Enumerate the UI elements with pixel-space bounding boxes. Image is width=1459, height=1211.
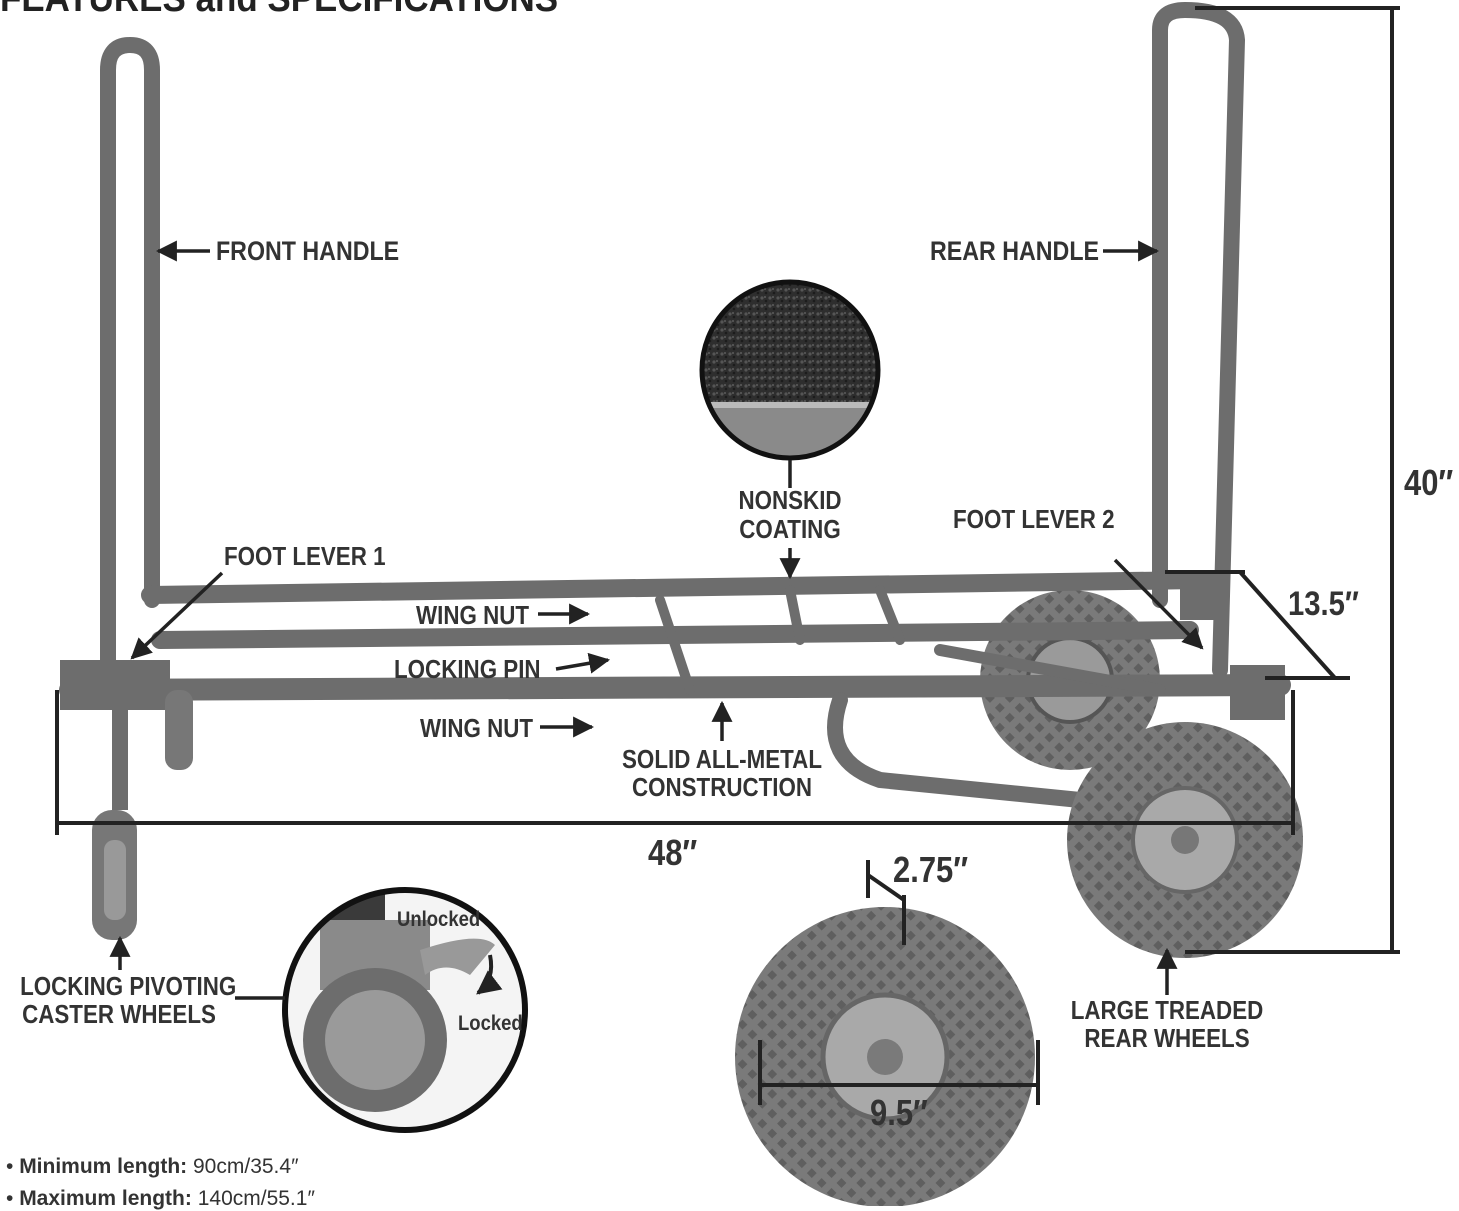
front-caster-graphic bbox=[92, 690, 193, 940]
width-dimension: 13.5″ bbox=[1288, 585, 1359, 623]
rear-handle-label: REAR HANDLE bbox=[930, 236, 1100, 266]
front-handle-graphic bbox=[100, 36, 160, 678]
caster-lock-detail-graphic bbox=[282, 887, 528, 1133]
nonskid-label-line2: COATING bbox=[739, 514, 841, 544]
nonskid-detail-graphic bbox=[699, 279, 881, 461]
unlocked-label: Unlocked bbox=[397, 908, 481, 931]
front-handle-label: FRONT HANDLE bbox=[216, 236, 400, 266]
spec-max-length-value: 140cm/55.1″ bbox=[191, 1187, 315, 1210]
foot-lever-1-label: FOOT LEVER 1 bbox=[224, 541, 386, 571]
spec-min-length-value: 90cm/35.4″ bbox=[187, 1155, 299, 1178]
rear-handle-graphic bbox=[1152, 1, 1246, 678]
spec-min-length: • Minimum length: 90cm/35.4″ bbox=[6, 1155, 299, 1178]
rear-wheels-label-line2: REAR WHEELS bbox=[1084, 1023, 1250, 1053]
construction-label-line2: CONSTRUCTION bbox=[631, 772, 813, 802]
construction-label-line1: SOLID ALL-METAL bbox=[622, 744, 822, 774]
locking-pin-label: LOCKING PIN bbox=[394, 654, 541, 684]
wheel-width-dimension: 2.75″ bbox=[893, 849, 969, 890]
wing-nut-bottom-label: WING NUT bbox=[420, 713, 534, 743]
wing-nut-top-label: WING NUT bbox=[416, 600, 530, 630]
large-rear-wheel-graphic bbox=[1067, 722, 1303, 958]
caster-label-line1: LOCKING PIVOTING bbox=[20, 971, 237, 1001]
nonskid-label-line1: NONSKID bbox=[738, 485, 842, 515]
callout-lines bbox=[109, 240, 1204, 1000]
spec-max-length: • Maximum length: 140cm/55.1″ bbox=[6, 1187, 315, 1210]
length-dimension: 48″ bbox=[648, 832, 698, 873]
locked-label: Locked bbox=[458, 1012, 523, 1035]
spec-min-length-label: Minimum length: bbox=[19, 1155, 188, 1178]
caster-label-line2: CASTER WHEELS bbox=[22, 999, 216, 1029]
frame-graphic bbox=[59, 570, 1291, 808]
wheel-diameter-dimension: 9.5″ bbox=[870, 1092, 928, 1133]
height-dimension: 40″ bbox=[1404, 462, 1454, 503]
dimension-lines bbox=[55, 6, 1400, 1105]
rear-wheels-label-line1: LARGE TREADED bbox=[1070, 995, 1264, 1025]
page-title: FEATURES and SPECIFICATIONS bbox=[0, 0, 558, 21]
detail-wheel-graphic bbox=[735, 907, 1035, 1206]
spec-max-length-label: Maximum length: bbox=[19, 1187, 192, 1210]
foot-lever-2-label: FOOT LEVER 2 bbox=[953, 504, 1115, 534]
